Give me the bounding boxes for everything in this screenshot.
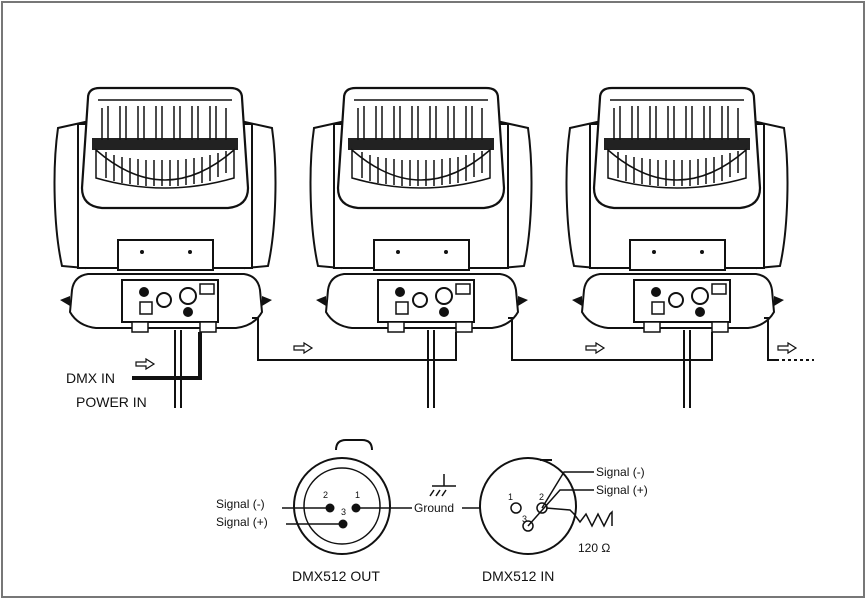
power-in-label: POWER IN: [76, 394, 147, 410]
dmx512-in-title: DMX512 IN: [482, 568, 554, 584]
ground-symbol: [429, 474, 456, 497]
out-signal-minus-label: Signal (-): [216, 497, 265, 511]
in-pin-2: 2: [539, 492, 544, 502]
dmx-in-cable: [132, 332, 202, 380]
fixture-2: [309, 86, 533, 334]
arrow-dmx-in: [135, 357, 156, 371]
in-pin-1: 1: [508, 492, 513, 502]
power-cable-3: [683, 330, 691, 408]
out-pin-2: 2: [323, 490, 328, 500]
out-signal-plus-label: Signal (+): [216, 515, 268, 529]
dmx512-out-connector: 2 1 3: [282, 439, 412, 555]
arrow-link-1: [293, 341, 314, 355]
dmx512-in-connector: 1 2 3: [479, 457, 613, 555]
fixture-3: [565, 86, 789, 334]
in-pin-3: 3: [522, 514, 527, 524]
cables: [132, 317, 814, 408]
in-signal-minus-label: Signal (-): [596, 465, 645, 479]
signal-arrows: [135, 341, 798, 371]
dmx-out-cable: [764, 317, 776, 361]
fixture-1: [53, 86, 277, 334]
power-cable-1: [174, 330, 182, 408]
ground-label: Ground: [414, 501, 454, 515]
arrow-link-2: [585, 341, 606, 355]
out-pin-3: 3: [341, 507, 346, 517]
out-pin-1: 1: [355, 490, 360, 500]
dmx-in-label: DMX IN: [66, 370, 115, 386]
in-signal-plus-label: Signal (+): [596, 483, 648, 497]
resistor-label: 120 Ω: [578, 541, 610, 555]
dmx-link-1-2: [252, 317, 457, 361]
terminator-resistor: [545, 507, 613, 528]
dmx-link-2-3: [508, 317, 713, 361]
power-cable-2: [427, 330, 435, 408]
dmx512-out-title: DMX512 OUT: [292, 568, 380, 584]
arrow-out: [777, 341, 798, 355]
